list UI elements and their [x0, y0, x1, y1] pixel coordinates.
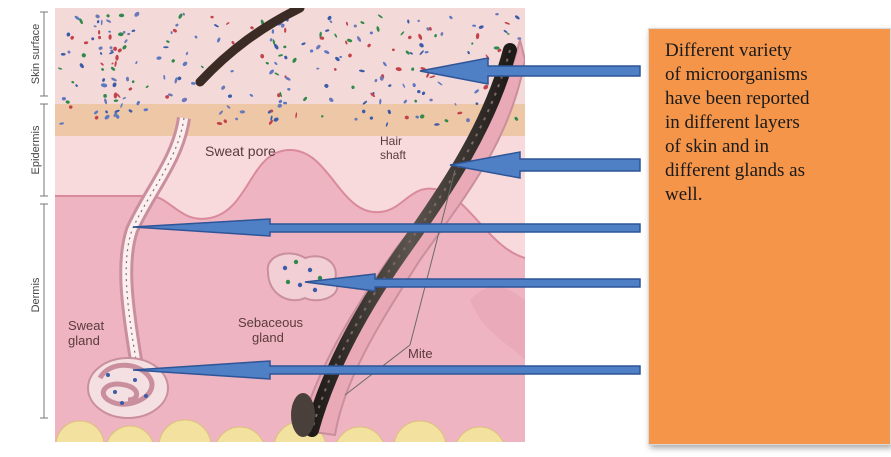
callout-line: of skin and in	[665, 136, 769, 157]
sweat-gland	[88, 358, 168, 418]
microorganism-speck	[163, 46, 169, 48]
sebaceous-gland	[268, 253, 338, 300]
label-mite: Mite	[408, 346, 433, 361]
label-skin-surface: Skin surface	[30, 24, 42, 85]
callout-box: Different variety of microorganisms have…	[648, 28, 891, 445]
label-epidermis: Epidermis	[30, 125, 42, 174]
callout-line: well.	[665, 184, 702, 205]
callout-text: Different variety of microorganisms have…	[665, 39, 884, 207]
microorganism-speck	[284, 28, 286, 33]
microorganism-speck	[118, 32, 124, 36]
label-sweat-gland-2: gland	[68, 333, 100, 348]
label-sebaceous-1: Sebaceous	[238, 315, 304, 330]
microorganism-speck	[235, 118, 238, 121]
callout-line: of microorganisms	[665, 64, 808, 85]
callout-line: different glands as	[665, 160, 805, 181]
label-sweat-pore: Sweat pore	[205, 143, 276, 159]
microorganism-speck	[417, 20, 420, 22]
stratum-band	[55, 104, 525, 138]
label-sebaceous-2: gland	[252, 330, 284, 345]
callout-line: in different layers	[665, 112, 800, 133]
callout-line: have been reported	[665, 88, 810, 109]
label-sweat-gland-1: Sweat	[68, 318, 105, 333]
callout-line: Different variety	[665, 40, 792, 61]
microorganism-speck	[240, 110, 245, 113]
label-dermis: Dermis	[30, 277, 42, 312]
label-hair-shaft-2: shaft	[380, 148, 407, 162]
label-hair-shaft-1: Hair	[380, 134, 402, 148]
